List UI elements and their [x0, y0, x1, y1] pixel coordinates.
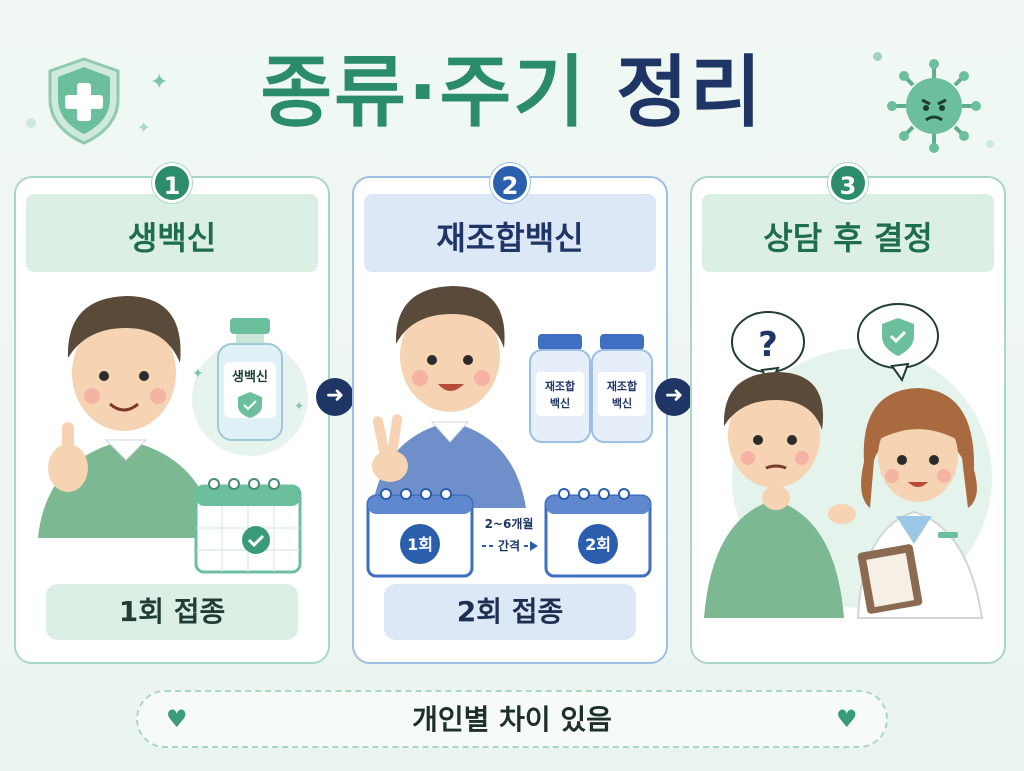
- card-heading: 생백신: [26, 194, 318, 272]
- vial-label-line2: 백신: [612, 396, 632, 410]
- check-icon: [242, 526, 270, 554]
- card-live-vaccine: 생백신 생백신 ✦ ✦ 1회: [14, 176, 330, 664]
- heart-icon: ♥: [166, 705, 188, 733]
- arrow-right-icon: ➜: [655, 378, 693, 416]
- title-part-1: 종류·주기: [260, 48, 587, 138]
- svg-text:✦: ✦: [192, 366, 204, 382]
- step-badge-2: 2: [490, 163, 530, 203]
- title-part-2: 정리: [616, 48, 764, 138]
- virus-icon: [887, 59, 981, 153]
- card-heading: 재조합백신: [364, 194, 656, 272]
- summary-pill: 2회 접종: [384, 584, 636, 640]
- step-badge-3: 3: [828, 163, 868, 203]
- svg-text:✦: ✦: [294, 399, 304, 413]
- card-consult-decide: 상담 후 결정 ?: [690, 176, 1006, 664]
- interval-line-2: 간격: [498, 538, 520, 553]
- step-badge-1: 1: [152, 163, 192, 203]
- calendar-icon: 2회: [544, 488, 652, 578]
- dot-icon: [873, 52, 882, 61]
- card-recombinant-vaccine: 재조합백신 재조합 백신 재조합 백신: [352, 176, 668, 664]
- calendar-label-2: 2회: [585, 535, 611, 554]
- heart-icon: ♥: [836, 705, 858, 733]
- vial-label-line1: 재조합: [545, 379, 575, 393]
- dot-icon: [986, 140, 994, 148]
- interval-line-1: 2~6개월: [485, 516, 534, 531]
- man-thumbs-up-illustration: 생백신 ✦ ✦: [38, 296, 308, 574]
- calendar-label-1: 1회: [407, 535, 433, 554]
- footer-note: 개인별 차이 있음: [136, 690, 888, 748]
- dot-icon: [26, 118, 36, 128]
- shield-cross-icon: [48, 57, 120, 145]
- vial-label-line1: 재조합: [607, 379, 637, 393]
- vial-label-line2: 백신: [550, 396, 570, 410]
- man-peace-sign-illustration: 재조합 백신 재조합 백신 1회 2회 2~6개월 간격: [366, 286, 653, 578]
- consultation-illustration: ?: [704, 303, 992, 619]
- arrow-right-icon: ➜: [316, 378, 354, 416]
- sparkle-icon: ✦: [150, 70, 169, 95]
- vial-label: 생백신: [232, 370, 268, 385]
- question-mark: ?: [758, 325, 778, 365]
- card-heading: 상담 후 결정: [702, 194, 994, 272]
- summary-pill: 1회 접종: [46, 584, 298, 640]
- calendar-icon: 1회: [366, 488, 474, 578]
- sparkle-icon: ✦: [137, 118, 151, 137]
- page-title: 종류·주기 정리: [0, 30, 1024, 142]
